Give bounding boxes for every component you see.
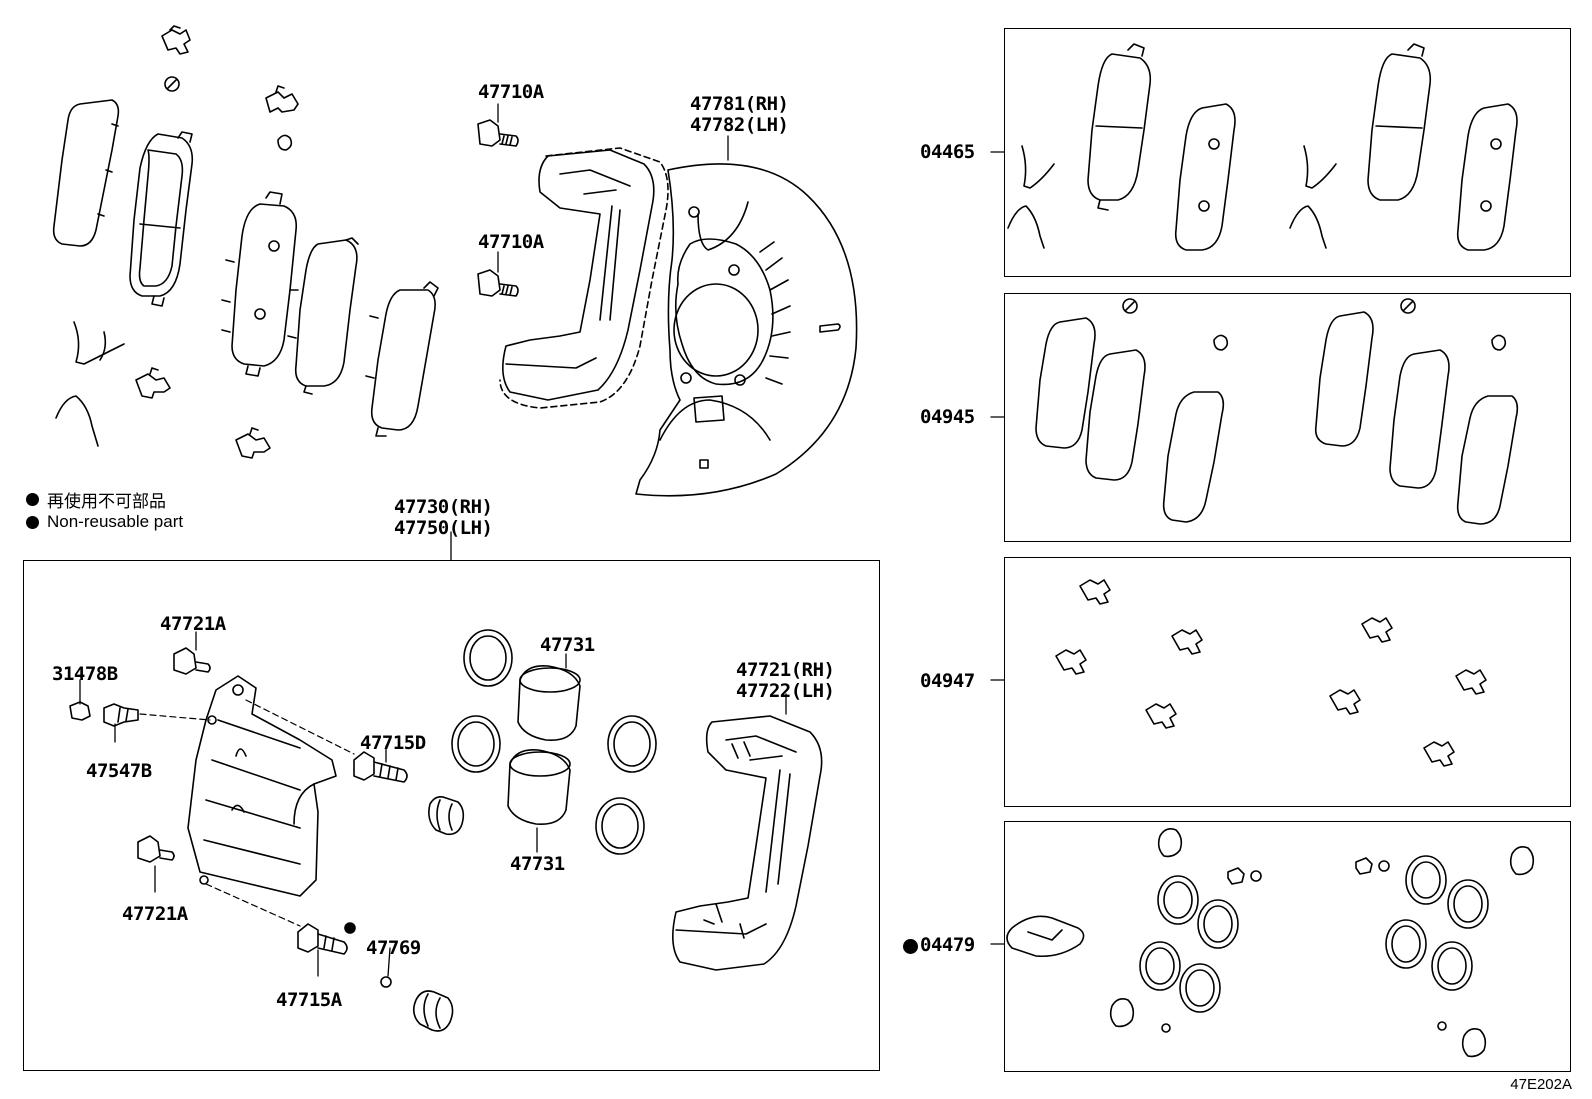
label-47731-top: 47731 <box>540 634 595 656</box>
pad-with-lining <box>129 131 194 307</box>
label-47721A-top: 47721A <box>160 613 226 635</box>
label-47781-rh: 47781(RH) <box>690 93 789 115</box>
label-47750-lh: 47750(LH) <box>394 517 493 539</box>
kit-04465-box <box>1004 28 1571 277</box>
label-47715D: 47715D <box>360 732 426 754</box>
label-47782-lh: 47782(LH) <box>690 114 789 136</box>
non-reusable-dot <box>26 515 39 529</box>
cap-47769 <box>344 922 392 988</box>
wear-indicators-left <box>55 321 271 459</box>
pad-shim-3 <box>365 281 439 437</box>
pin-47715A <box>297 923 348 955</box>
kit-04479-art <box>1006 828 1535 1058</box>
label-47721A-bottom: 47721A <box>122 903 188 925</box>
label-47731-bottom: 47731 <box>510 853 565 875</box>
mounting-bracket-top <box>499 147 669 409</box>
label-47722-lh: 47722(LH) <box>736 680 835 702</box>
kit-code-04479: 04479 <box>920 934 975 956</box>
label-47721-rh: 47721(RH) <box>736 659 835 681</box>
label-47730-rh: 47730(RH) <box>394 496 493 518</box>
kit-04479-box <box>1004 821 1571 1072</box>
bolt-47710A-lower <box>477 269 519 297</box>
bolt-47721A-top <box>173 647 211 675</box>
bolt-47710A-upper <box>477 119 519 147</box>
non-reusable-dot-04479 <box>903 939 918 954</box>
caliper-body <box>187 675 337 897</box>
kit-04945-art <box>1035 298 1519 525</box>
bleeder-47547B <box>103 703 139 727</box>
caliper-assembly-box <box>23 560 880 1071</box>
kit-code-04947: 04947 <box>920 670 975 692</box>
label-31478B: 31478B <box>52 663 118 685</box>
legend-text-ja: 再使用不可部品 <box>47 492 166 511</box>
illustration-reference: 47E202A <box>1510 1076 1572 1093</box>
pin-47715D <box>353 751 408 783</box>
clip-top-1 <box>161 25 191 92</box>
bolt-47721A-bottom <box>137 835 175 863</box>
boot-47715A <box>412 990 454 1032</box>
dust-shield <box>635 163 858 497</box>
label-47715A: 47715A <box>276 989 342 1011</box>
pad-shim-2 <box>287 237 359 395</box>
caliper-guide-lines <box>139 699 355 927</box>
label-47769: 47769 <box>366 937 421 959</box>
seals-and-pistons-47731 <box>451 629 657 855</box>
boot-47715D <box>428 796 465 836</box>
leader-lines <box>79 103 1005 977</box>
label-47547B: 47547B <box>86 760 152 782</box>
legend-english: Non-reusable part <box>26 512 183 532</box>
kit-code-04945: 04945 <box>920 406 975 428</box>
label-47710A-lower: 47710A <box>478 231 544 253</box>
kit-04945-box <box>1004 293 1571 542</box>
non-reusable-dot <box>26 493 39 506</box>
clip-top-2 <box>265 85 299 151</box>
label-47710A-upper: 47710A <box>478 81 544 103</box>
kit-code-04465: 04465 <box>920 141 975 163</box>
kit-04947-art <box>1055 579 1487 767</box>
pad-shim-1 <box>221 191 298 377</box>
pad-outer-left <box>52 99 120 247</box>
legend-japanese: 再使用不可部品 <box>26 487 166 512</box>
caliper-bracket-47721 <box>672 715 823 971</box>
legend-text-en: Non-reusable part <box>47 512 184 531</box>
kit-04947-box <box>1004 557 1571 807</box>
kit-04465-art <box>1007 43 1518 251</box>
